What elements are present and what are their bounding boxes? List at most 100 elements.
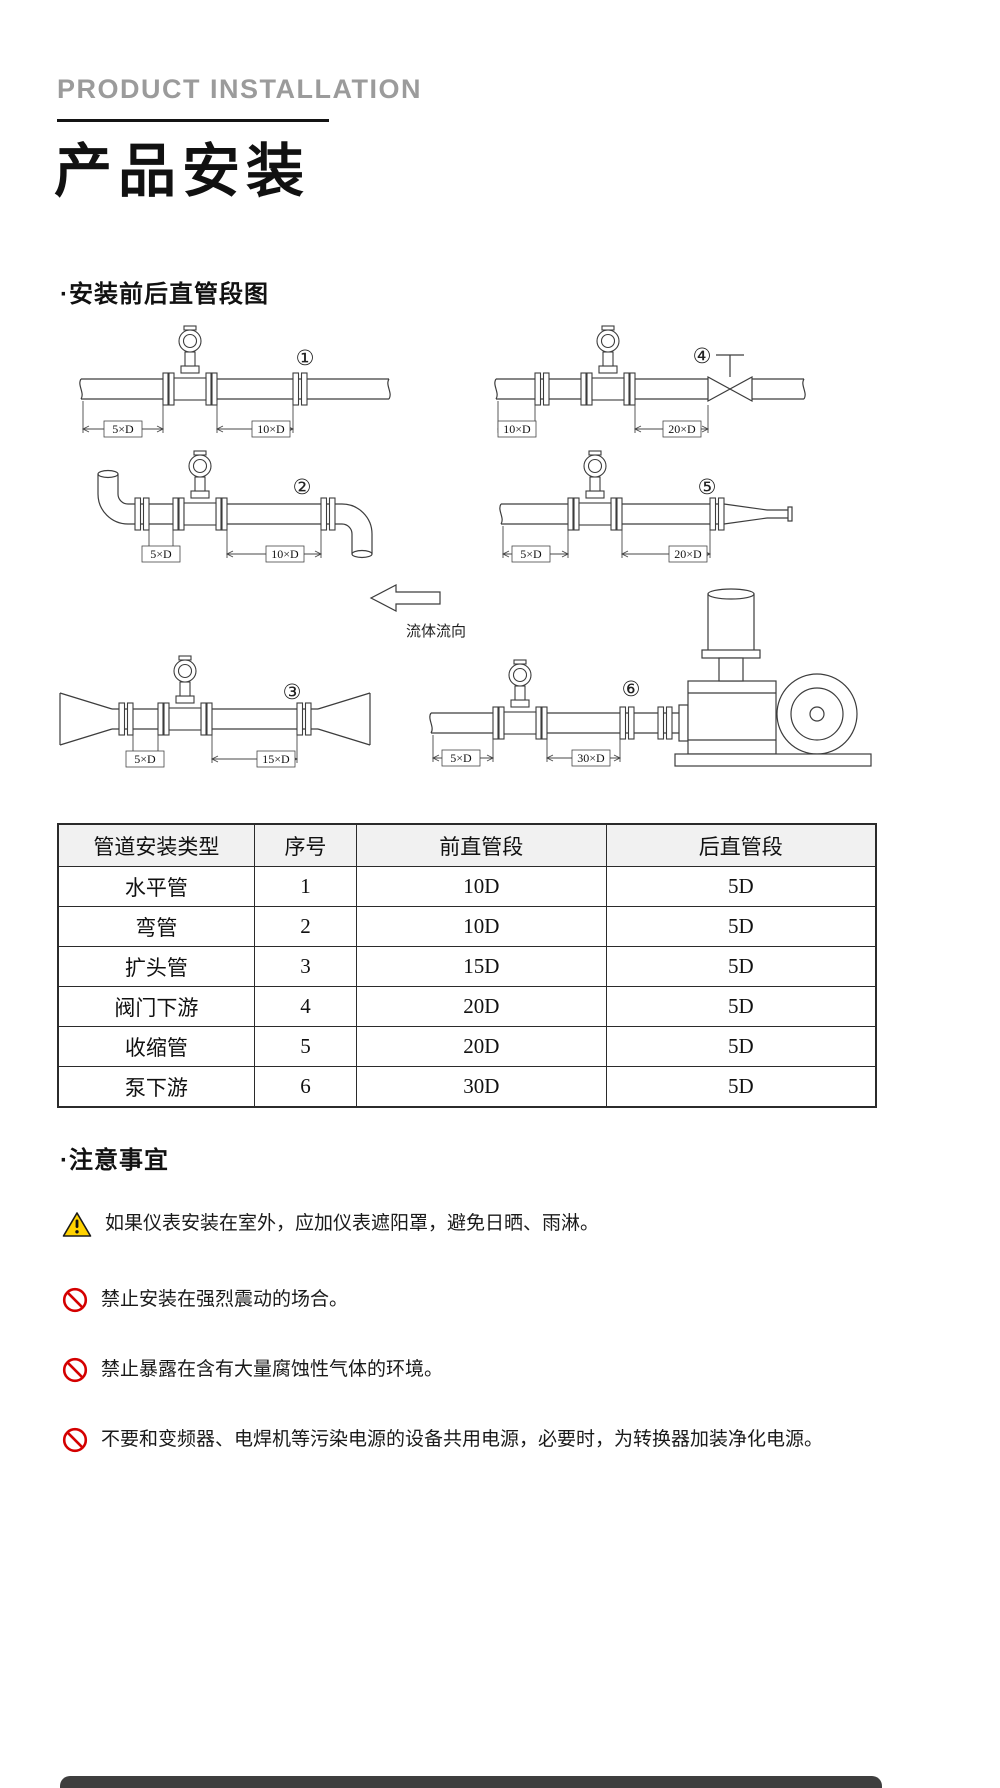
dim-label: 15×D [262,752,290,766]
pipe [128,503,342,525]
valve [707,354,753,403]
table-cell: 5D [605,946,877,987]
note-text: 不要和变频器、电焊机等污染电源的设备共用电源，必要时，为转换器加装净化电源。 [101,1429,824,1450]
expander-cone-right [317,692,371,746]
note-text: 禁止暴露在含有大量腐蚀性气体的环境。 [101,1359,444,1380]
dimension-downstream: 5×D [501,526,570,563]
diagram-reducer-pipe: 5×D 20×D ⑤ [499,450,793,563]
table-cell: 阀门下游 [57,986,255,1027]
dim-label: 20×D [668,422,696,436]
flange-joint [118,702,134,736]
dim-label: 10×D [503,422,531,436]
dimension-downstream: 10×D [496,401,537,438]
eyebrow-text: PRODUCT INSTALLATION [57,74,422,104]
diagram-elbow-pipe: 5×D 10×D ② [97,450,373,563]
flange-joint [709,497,725,531]
flange-joint [320,497,336,531]
note-text: 如果仪表安装在室外，应加仪表遮阳罩，避免日晒、雨淋。 [105,1213,600,1234]
flange-joint [534,372,550,406]
warning-icon [62,1211,92,1249]
flowmeter [172,450,228,531]
table-cell: 5D [605,866,877,907]
pipe [112,708,318,730]
col-header-front-straight: 前直管段 [356,823,607,867]
flow-direction-arrow [369,584,441,612]
table-cell: 15D [356,946,607,987]
elbow-left [97,469,129,525]
table-cell: 30D [356,1066,607,1108]
diagram-pump-downstream: 5×D 30×D ⑥ [429,588,872,767]
diagram-number: ② [293,475,312,499]
table-cell: 5D [605,986,877,1027]
dim-label: 10×D [257,422,285,436]
dimension-downstream: 5×D [81,401,165,438]
flange-joint [657,706,673,740]
table-cell: 收缩管 [57,1026,255,1067]
flowmeter [162,325,218,406]
table-cell: 5D [605,1066,877,1108]
diagram-number: ① [296,346,315,370]
dimension-downstream: 5×D [141,526,181,563]
diagram-number: ③ [283,680,302,704]
pipe [79,378,391,400]
table-cell: 弯管 [57,906,255,947]
prohibit-icon [62,1427,88,1464]
flowmeter [567,450,623,531]
pipe [494,378,806,400]
flowmeter [492,659,548,740]
dimension-upstream: 15×D [210,731,299,768]
prohibit-icon [62,1287,88,1324]
dimension-downstream: 5×D [431,735,495,767]
title-rule [57,119,329,122]
diagram-expander-pipe: 5×D 15×D ③ [59,655,371,768]
dim-label: 5×D [520,547,542,561]
dim-label: 10×D [271,547,299,561]
table-cell: 10D [356,906,607,947]
dim-label: 5×D [150,547,172,561]
dim-label: 20×D [674,547,702,561]
note-item: 禁止安装在强烈震动的场合。 [62,1284,912,1324]
table-header-row: 管道安装类型 序号 前直管段 后直管段 [57,823,877,867]
table-cell: 4 [253,986,358,1027]
dim-label: 5×D [134,752,156,766]
dimension-upstream: 10×D [215,401,295,438]
note-item: 禁止暴露在含有大量腐蚀性气体的环境。 [62,1354,912,1394]
table-cell: 5 [253,1026,358,1067]
dimension-upstream: 30×D [545,735,622,767]
diagram-horizontal-pipe: 5×D 10×D ① [79,325,391,438]
dimension-upstream: 20×D [620,526,712,563]
dimension-upstream: 20×D [633,401,710,438]
table-cell: 10D [356,866,607,907]
col-header-index: 序号 [253,823,358,867]
prohibit-icon [62,1357,88,1394]
table-cell: 6 [253,1066,358,1108]
pipe [429,712,679,734]
table-cell: 20D [356,1026,607,1067]
diagram-number: ④ [693,344,712,368]
note-item: 如果仪表安装在室外，应加仪表遮阳罩，避免日晒、雨淋。 [62,1208,912,1249]
dim-label: 5×D [450,751,472,765]
notes-section-heading: ·注意事宜 [60,1147,169,1174]
table-cell: 1 [253,866,358,907]
table-cell: 2 [253,906,358,947]
next-section-divider [60,1776,882,1788]
diagram-section-heading: ·安装前后直管段图 [60,281,269,308]
flange-joint [292,372,308,406]
page-title: 产品安装 [54,139,311,204]
table-cell: 3 [253,946,358,987]
table-cell: 5D [605,906,877,947]
note-item: 不要和变频器、电焊机等污染电源的设备共用电源，必要时，为转换器加装净化电源。 [62,1424,912,1464]
flange-joint [296,702,312,736]
table-cell: 扩头管 [57,946,255,987]
flange-joint [134,497,150,531]
pump [674,588,872,767]
col-header-install-type: 管道安装类型 [57,823,255,867]
